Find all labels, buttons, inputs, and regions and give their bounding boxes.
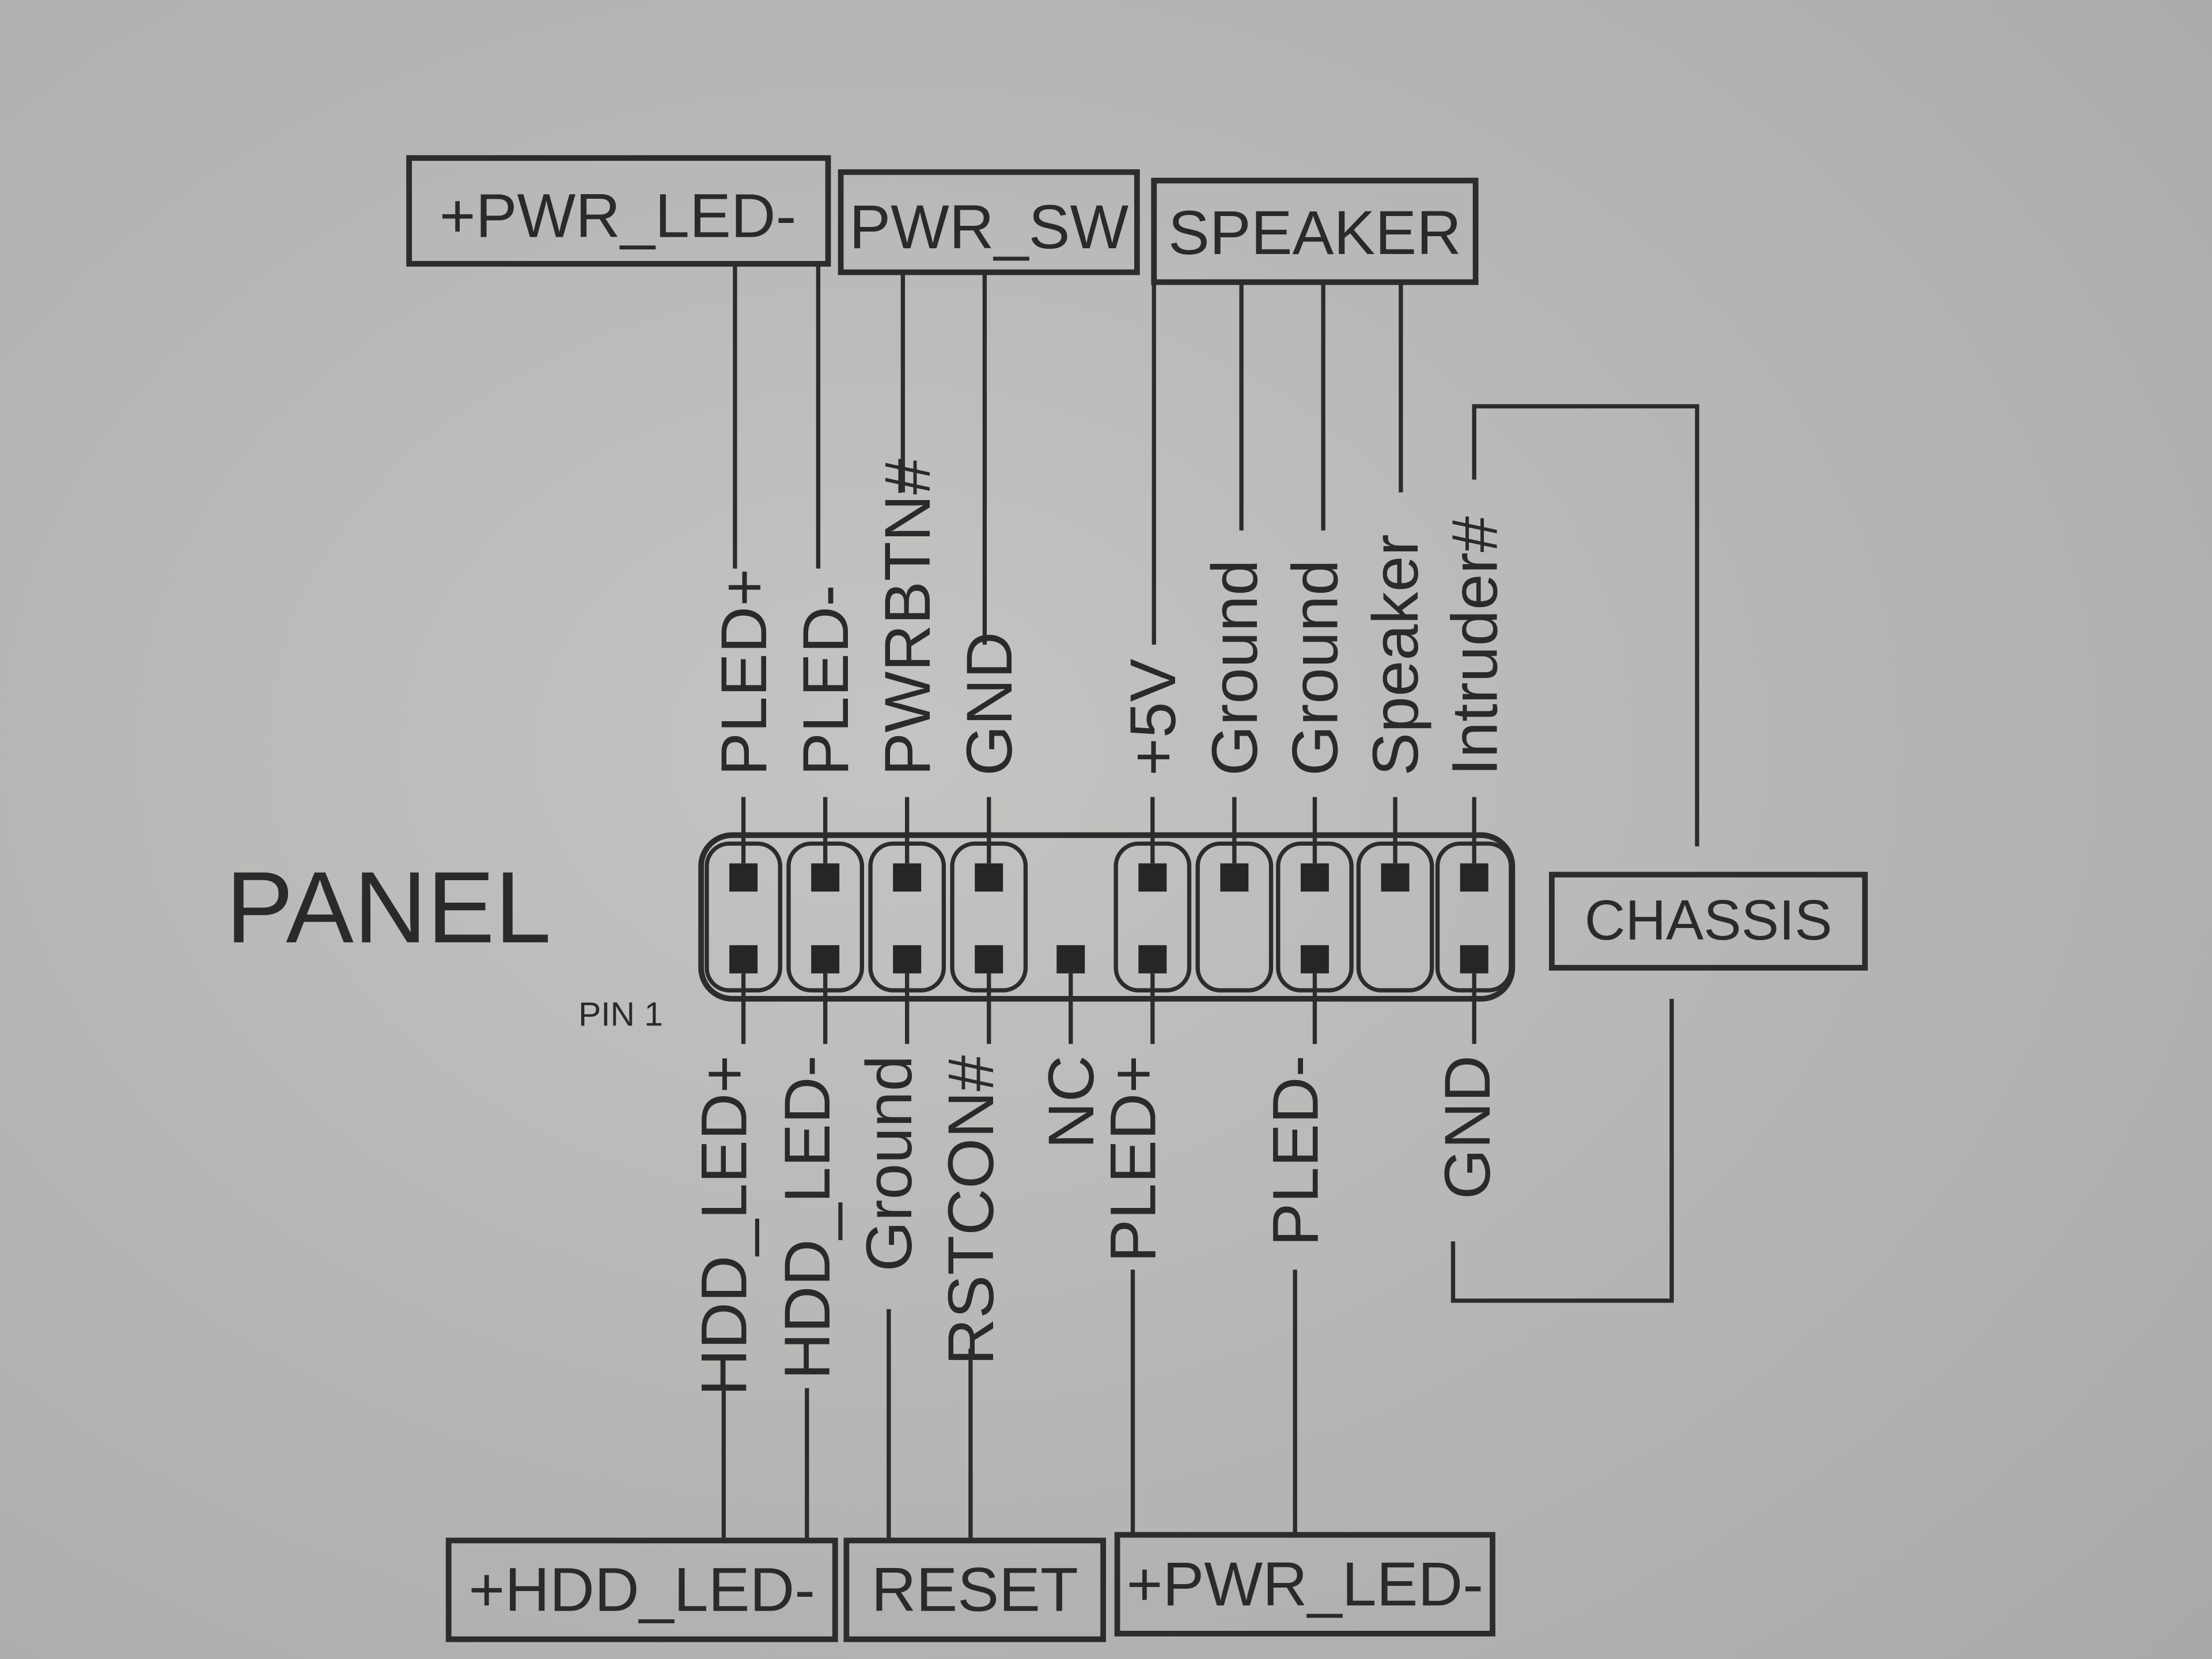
pin [893, 863, 922, 892]
bottom-group-hdd-led: +HDD_LED- [445, 1537, 838, 1642]
pin [893, 945, 922, 974]
top-pin-label: Ground [1198, 559, 1271, 776]
pin [975, 863, 1003, 892]
top-pin-label: PWRBTN# [871, 459, 944, 776]
top-group-pwr-sw: PWR_SW [838, 169, 1140, 275]
bottom-group-label: +HDD_LED- [468, 1555, 815, 1624]
pin [1056, 945, 1085, 974]
top-group-label: SPEAKER [1168, 198, 1461, 267]
bottom-pin-label: NC [1035, 1055, 1107, 1149]
bottom-pin-label: HDD_LED- [771, 1055, 843, 1380]
pin [811, 945, 840, 974]
top-group-label: +PWR_LED- [440, 180, 797, 250]
bottom-pin-label: HDD_LED+ [688, 1055, 760, 1396]
top-pin-label: Speaker [1359, 534, 1431, 776]
bottom-pin-label: Ground [853, 1055, 925, 1272]
pin [1220, 863, 1249, 892]
bottom-pin-label: PLED+ [1097, 1055, 1169, 1263]
pin [975, 945, 1003, 974]
top-group-label: PWR_SW [849, 192, 1128, 262]
chassis-label: CHASSIS [1585, 888, 1832, 952]
pin [1460, 945, 1488, 974]
pin [1300, 863, 1329, 892]
pin [1138, 945, 1167, 974]
pin [729, 945, 758, 974]
pin [729, 863, 758, 892]
top-pin-label: +5V [1116, 658, 1189, 776]
top-group-speaker: SPEAKER [1151, 177, 1479, 285]
top-pin-label: Intruder# [1438, 516, 1510, 776]
pin1-label: PIN 1 [578, 995, 663, 1033]
top-pin-label: GND [953, 632, 1025, 776]
top-pin-label: Ground [1279, 559, 1351, 776]
pin [811, 863, 840, 892]
chassis-group: CHASSIS [1450, 404, 1868, 1303]
bottom-group-label: RESET [872, 1555, 1078, 1624]
panel-title: PANEL [226, 851, 551, 964]
pin [1138, 863, 1167, 892]
top-pin-label: PLED+ [707, 569, 780, 776]
bottom-group-pwr-led: +PWR_LED- [1114, 1532, 1495, 1637]
bottom-group-reset: RESET [843, 1537, 1106, 1642]
pin [1300, 945, 1329, 974]
bottom-pin-label: PLED- [1259, 1055, 1331, 1247]
bottom-group-label: +PWR_LED- [1126, 1549, 1483, 1619]
top-pin-label: PLED- [789, 585, 862, 776]
pin [1460, 863, 1488, 892]
pin [1381, 863, 1410, 892]
bottom-pin-label: GND [1431, 1055, 1503, 1199]
top-group-pwr-led: +PWR_LED- [406, 155, 831, 267]
bottom-pin-label: RSTCON# [934, 1055, 1007, 1365]
